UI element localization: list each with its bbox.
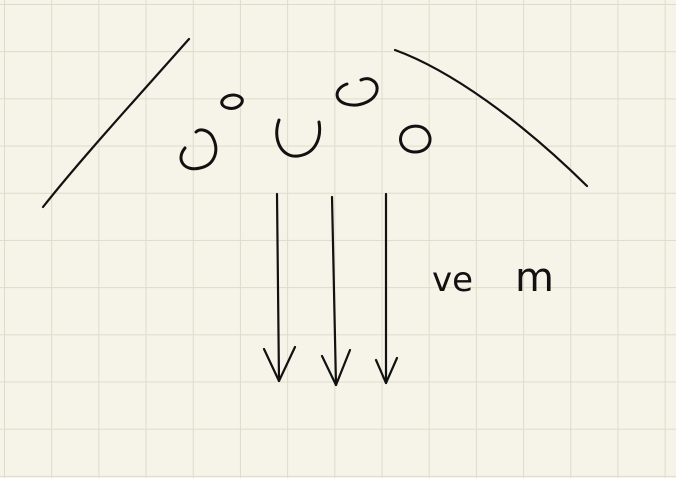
down-arrow	[320, 195, 352, 387]
particle	[220, 93, 244, 110]
down-arrow	[262, 192, 297, 383]
particle	[399, 124, 432, 154]
down-arrow	[374, 192, 399, 385]
label-ve: ve	[432, 260, 473, 300]
label-m: m	[515, 255, 554, 301]
particle	[275, 118, 322, 158]
particle	[179, 128, 218, 171]
left-boundary-line	[41, 37, 191, 209]
right-boundary-line	[393, 48, 589, 188]
particle	[335, 77, 379, 107]
